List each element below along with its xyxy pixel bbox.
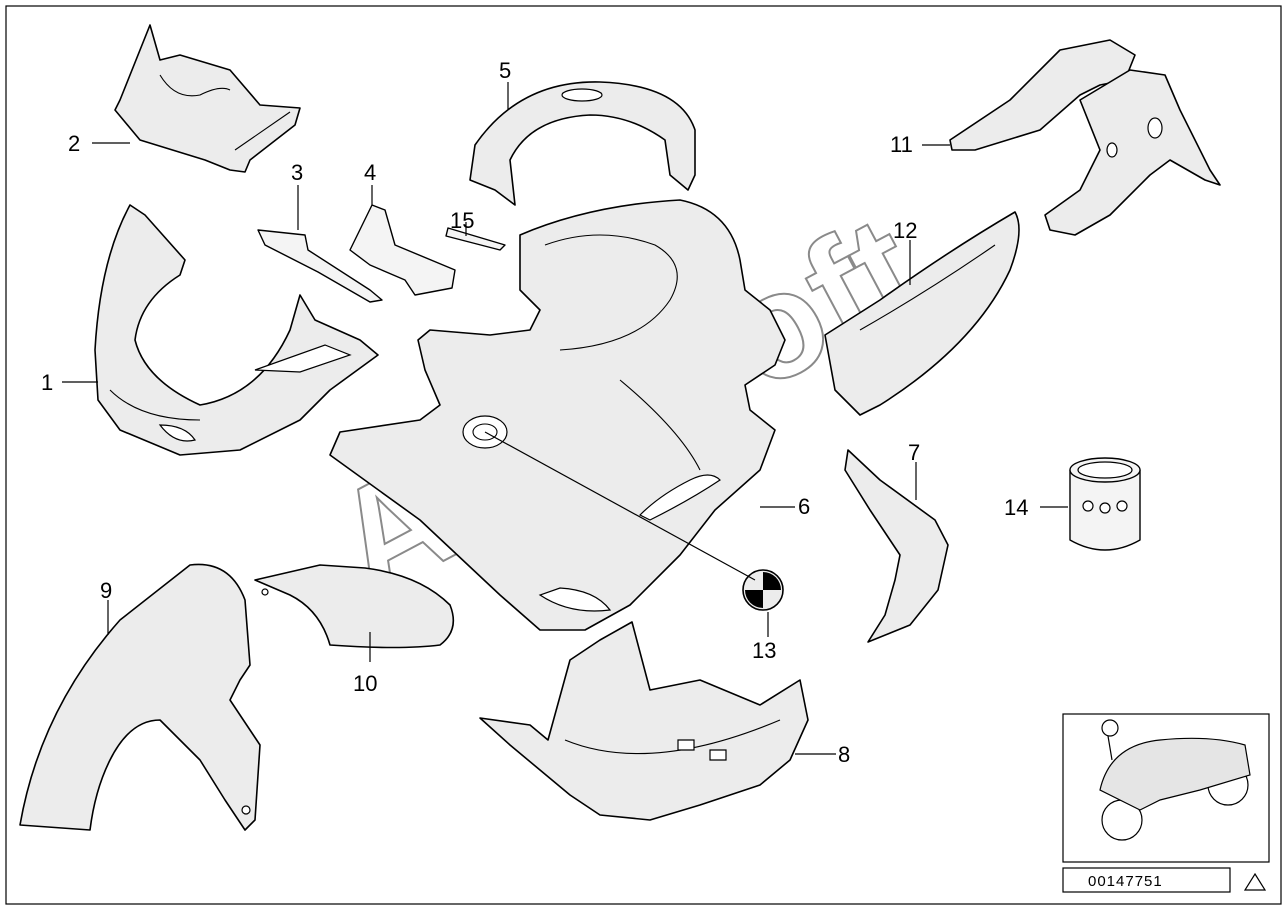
part-11[interactable] (949, 39, 1221, 236)
callout-10: 10 (353, 671, 377, 696)
callout-15: 15 (450, 208, 474, 233)
part-5[interactable] (469, 81, 696, 206)
location-thumbnail (1062, 713, 1270, 863)
part-7[interactable] (844, 449, 949, 643)
motorcycle-icon (1099, 719, 1251, 841)
part-6[interactable] (329, 199, 786, 631)
part-9[interactable] (19, 563, 261, 831)
part-12[interactable] (824, 211, 1020, 416)
part-15[interactable] (445, 227, 506, 251)
callout-13: 13 (752, 638, 776, 663)
part-2[interactable] (114, 24, 301, 173)
part-3[interactable] (257, 229, 383, 303)
part-8[interactable] (479, 621, 809, 821)
diagram-border (5, 5, 1282, 905)
warning-triangle-icon (1243, 872, 1267, 891)
callout-12: 12 (893, 218, 917, 243)
callout-6: 6 (798, 494, 810, 519)
part-4[interactable] (349, 204, 456, 296)
callout-4: 4 (364, 160, 376, 185)
reference-number: 00147751 (1088, 873, 1163, 890)
callout-11: 11 (890, 132, 913, 157)
part-14[interactable] (1069, 457, 1141, 551)
callout-2: 2 (68, 131, 80, 156)
reference-box: 00147751 (1062, 867, 1231, 893)
callout-14: 14 (1004, 495, 1028, 520)
callout-7: 7 (908, 440, 920, 465)
callouts: 1 2 3 4 5 6 7 8 9 10 11 12 13 14 15 (41, 58, 1028, 767)
callout-5: 5 (499, 58, 511, 83)
part-10[interactable] (254, 564, 455, 649)
part-1[interactable] (94, 204, 379, 456)
callout-3: 3 (291, 160, 303, 185)
part-13[interactable] (742, 569, 784, 611)
callout-1: 1 (41, 370, 53, 395)
callout-9: 9 (100, 578, 112, 603)
callout-8: 8 (838, 742, 850, 767)
leader-lines (62, 82, 1068, 755)
